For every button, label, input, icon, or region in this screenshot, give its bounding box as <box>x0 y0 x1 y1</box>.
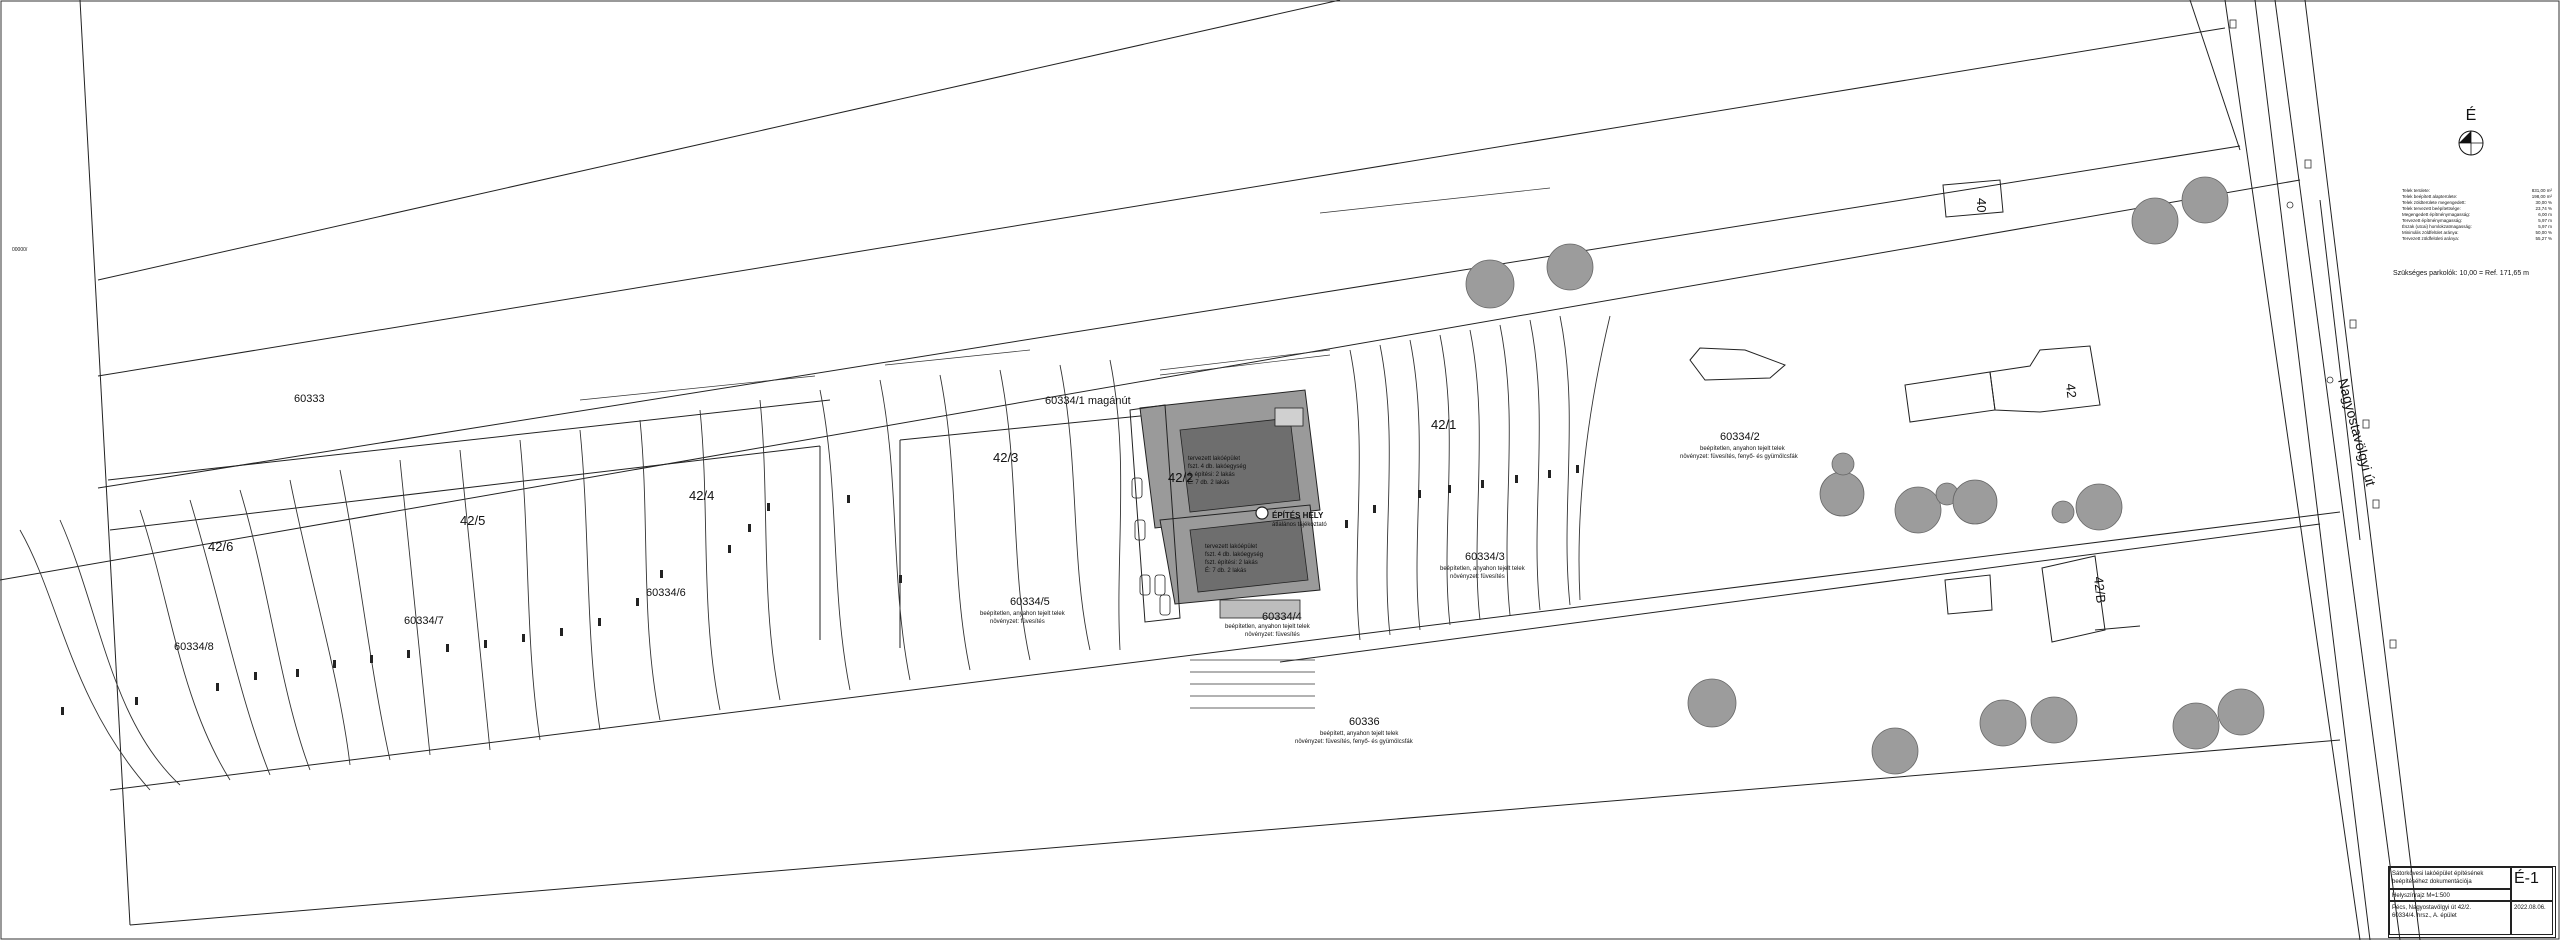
upper-building-line4: É: 7 db. 2 lakás <box>1188 479 1229 486</box>
note-60336-line2: növényzet: füvesítés, fenyő- és gyümölcs… <box>1295 739 1414 745</box>
contour-marks <box>61 465 1579 715</box>
site-mark-label: ÉPÍTÉS HELY <box>1272 511 1324 520</box>
stat-row: Telek beépített alapterülete:198,00 m² <box>2402 194 2552 199</box>
upper-building-line1: tervezett lakóépület <box>1188 456 1240 462</box>
neighbour-buildings <box>1689 179 2141 643</box>
lot-label-60334-4: 60334/4 <box>1262 611 1302 623</box>
lot-labels: 60333 60334/1 magánút 42/6 42/5 42/4 42/… <box>174 198 2109 728</box>
north-arrow-label: É <box>2466 105 2477 124</box>
stat-row: Tervezett építménymagasság:5,97 m <box>2402 218 2552 223</box>
title-location: Pécs, Nagyostavölgyi út 42/2. 60334/4. h… <box>2389 901 2511 935</box>
note-60334-3-line1: beépítetlen, anyahon tejelt telek <box>1440 566 1526 572</box>
lot-label-42-6: 42/6 <box>208 539 233 554</box>
lot-label-42-b: 42/B <box>2091 576 2109 604</box>
note-60336-line1: beépített, anyahon tejelt telek <box>1320 731 1399 737</box>
upper-building-line3: á. építési: 2 lakás <box>1188 472 1235 478</box>
building-labels: tervezett lakóépület fszt. 4 db. lakóegy… <box>1188 456 1327 574</box>
title-project: Sátorkövesi lakóépület építésének beépít… <box>2389 867 2511 889</box>
note-60334-2-line2: növényzet: füvesítés, fenyő- és gyümölcs… <box>1680 454 1799 460</box>
note-60334-5-line1: beépítetlen, anyahon tejelt telek <box>980 611 1066 617</box>
note-60334-5-line2: növényzet: füvesítés <box>990 619 1045 625</box>
stat-row: Megengedett építménymagasság:6,00 m <box>2402 212 2552 217</box>
lot-label-60334-6: 60334/6 <box>646 587 686 599</box>
title-block: Sátorkövesi lakóépület építésének beépít… <box>2388 866 2556 938</box>
note-60334-4-line2: növényzet: füvesítés <box>1245 632 1300 638</box>
lot-label-60336: 60336 <box>1349 716 1380 728</box>
lower-building-line4: É: 7 db. 2 lakás <box>1205 567 1246 574</box>
site-buildings <box>1129 389 1321 623</box>
lot-label-42-4: 42/4 <box>689 488 714 503</box>
title-sheet: É-1 <box>2511 867 2553 901</box>
site-statistics: Telek területe:831,00 m² Telek beépített… <box>2402 188 2552 242</box>
stat-row: Telek zöldterülete megengedett:30,00 % <box>2402 200 2552 205</box>
stat-row: Telek területe:831,00 m² <box>2402 188 2552 193</box>
lot-label-60334-1: 60334/1 magánút <box>1045 395 1131 407</box>
lot-label-60333: 60333 <box>294 393 325 405</box>
site-mark-icon <box>1255 506 1269 520</box>
road-name: Nagyostavölgyi út <box>2335 377 2379 488</box>
lower-building-line1: tervezett lakóépület <box>1205 544 1257 550</box>
parking-cars <box>1131 477 1171 616</box>
lot-label-60334-8: 60334/8 <box>174 641 214 653</box>
contour-lines <box>19 315 1611 791</box>
note-60334-3-line2: növényzet: füvesítés <box>1450 574 1505 580</box>
title-drawing: Helyszínrajz M=1:500 <box>2389 889 2511 901</box>
lot-notes: beépítetlen, anyahon tejelt telek növény… <box>980 446 1799 745</box>
stat-row: Tervezett zöldfelületi aránya:55,27 % <box>2402 236 2552 241</box>
lot-label-42-2: 42/2 <box>1168 470 1193 485</box>
lower-building-line3: fszt. építési: 2 lakás <box>1205 560 1258 566</box>
lot-label-40: 40 <box>1974 198 1989 212</box>
stat-row: Minimális zöldfelület aránya:50,00 % <box>2402 230 2552 235</box>
note-60334-4-line1: beépítetlen, anyahon tejelt telek <box>1225 624 1311 630</box>
page-label: 00000/ <box>12 247 28 253</box>
lot-label-42-1: 42/1 <box>1431 417 1456 432</box>
lot-label-42-5: 42/5 <box>460 513 485 528</box>
trees <box>1465 176 2265 775</box>
lot-label-60334-2: 60334/2 <box>1720 431 1760 443</box>
lot-label-60334-3: 60334/3 <box>1465 551 1505 563</box>
lot-label-42: 42 <box>2063 383 2079 399</box>
lot-label-60334-5: 60334/5 <box>1010 596 1050 608</box>
note-60334-2-line1: beépítetlen, anyahon tejelt telek <box>1700 446 1786 452</box>
upper-building-line2: fszt. 4 db. lakóegység <box>1188 464 1246 470</box>
lot-label-60334-7: 60334/7 <box>404 615 444 627</box>
stat-row: Telek tervezett beépítettsége:23,74 % <box>2402 206 2552 211</box>
dimension-lines <box>579 187 1551 709</box>
property-lines <box>0 0 2421 940</box>
parking-note: Szükséges parkolók: 10,00 = Ref. 171,65 … <box>2393 270 2529 277</box>
lower-building-line2: fszt. 4 db. lakóegység <box>1205 552 1263 558</box>
site-mark-sub: átlalános tájékoztató <box>1272 522 1327 528</box>
title-date: 2022.08.06. <box>2511 901 2553 935</box>
north-arrow <box>2458 130 2484 156</box>
lot-label-42-3: 42/3 <box>993 450 1018 465</box>
stat-row: Észak (utcai) homlokzatmagasság:5,97 m <box>2402 224 2552 229</box>
road-marks <box>2229 19 2397 649</box>
